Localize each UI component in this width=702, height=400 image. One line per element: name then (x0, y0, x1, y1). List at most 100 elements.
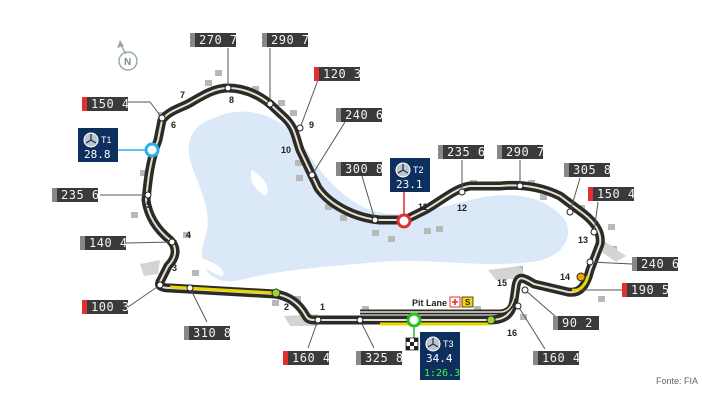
pit-safety-marker: S (461, 296, 474, 308)
speed-gear-tag: 325 8 (356, 351, 404, 365)
tag-cap (184, 326, 189, 340)
drs-zone (571, 275, 590, 292)
tag-cap (190, 33, 195, 47)
runoff-area (140, 260, 160, 276)
corner-number: 8 (229, 95, 234, 105)
pit-marker-text: S (465, 298, 471, 307)
speed-gear-value: 235 6 (61, 188, 100, 202)
sector1-point (144, 142, 160, 158)
corner-number: 16 (507, 328, 517, 338)
speed-gear-value: 150 4 (597, 187, 636, 201)
corner-number: 14 (560, 272, 570, 282)
speed-gear-value: 90 2 (562, 316, 593, 330)
lake (188, 111, 569, 282)
corner-number: 15 (497, 278, 507, 288)
corner-markers (144, 84, 598, 324)
braking-indicator (82, 97, 87, 111)
speed-gear-tag: 240 6 (336, 108, 384, 122)
speed-gear-value: 290 7 (271, 33, 310, 47)
corner-number: 9 (309, 120, 314, 130)
braking-indicator (314, 67, 319, 81)
tag-cap (356, 351, 361, 365)
tag-cap (553, 316, 558, 330)
corner-number: 3 (172, 263, 177, 273)
speed-gear-tag: 150 4 (588, 187, 636, 201)
speed-gear-tag: 235 6 (438, 145, 486, 159)
lake-island (250, 170, 268, 196)
tag-cap (564, 163, 569, 177)
corner-number: 6 (171, 120, 176, 130)
speed-gear-value: 190 5 (631, 283, 670, 297)
speedtrap-point (271, 288, 281, 298)
source-credit: Fonte: FIA (656, 376, 698, 386)
sector2-point (396, 213, 412, 229)
speed-gear-tag: 190 5 (622, 283, 670, 297)
braking-indicator (622, 283, 627, 297)
speed-gear-tag: 270 7 (190, 33, 238, 47)
tag-cap (80, 236, 85, 250)
corner-number: 2 (284, 302, 289, 312)
sector-time: 23.1 (396, 178, 423, 191)
corner-number: 13 (578, 235, 588, 245)
compass-icon: N (117, 40, 138, 71)
speed-gear-tag: 150 4 (82, 97, 130, 111)
finish-point (406, 312, 422, 328)
speed-gear-value: 150 4 (91, 97, 130, 111)
pit-medical-icon (449, 296, 461, 308)
sector-box-t1: T1 28.8 (78, 128, 147, 162)
speed-gear-value: 160 4 (542, 351, 581, 365)
tag-cap (262, 33, 267, 47)
speed-gear-value: 240 6 (641, 257, 680, 271)
corner-number: 4 (186, 230, 191, 240)
sector-time: 34.4 (426, 352, 453, 365)
corner-number: 10 (281, 145, 291, 155)
speedtrap-point (576, 272, 586, 282)
speed-gear-tag: 290 7 (497, 145, 544, 159)
speed-gear-tag: 290 7 (262, 33, 310, 47)
braking-indicator (588, 187, 593, 201)
checkered-flag-icon (405, 337, 419, 351)
tag-cap (533, 351, 538, 365)
tag-leaders (100, 48, 633, 350)
speed-gear-value: 300 8 (345, 162, 384, 176)
speed-gear-value: 100 3 (91, 300, 130, 314)
speed-gear-tag: 160 4 (283, 351, 331, 365)
speed-gear-value: 240 6 (345, 108, 384, 122)
pit-lane-label: Pit Lane (412, 298, 447, 308)
sector-time: 28.8 (84, 148, 111, 161)
tag-cap (632, 257, 637, 271)
speed-gear-tag: 160 4 (533, 351, 581, 365)
tag-cap (336, 162, 341, 176)
speed-gear-tag: 140 4 (80, 236, 128, 250)
braking-indicator (82, 300, 87, 314)
speed-gear-tag: 300 8 (336, 162, 384, 176)
speed-gear-tag: 235 6 (52, 188, 100, 202)
pit-lane-inner (360, 297, 515, 313)
speed-gear-value: 310 8 (193, 326, 232, 340)
tag-cap (438, 145, 443, 159)
speed-gear-value: 160 4 (292, 351, 331, 365)
lap-time: 1:26.3 (424, 368, 460, 379)
speed-gear-tag: 90 2 (553, 316, 599, 330)
sector-box-t3: T3 34.4 1:26.3 (413, 326, 460, 380)
speed-gear-tag: 120 3 (314, 67, 361, 81)
speed-gear-value: 140 4 (89, 236, 128, 250)
sector-label: T2 (413, 165, 424, 175)
speed-gear-value: 325 8 (365, 351, 404, 365)
tag-cap (497, 145, 502, 159)
lake-island (199, 258, 224, 276)
tag-cap (52, 188, 57, 202)
sector-box-t2: T2 23.1 (390, 158, 430, 215)
speed-gear-tag: 240 6 (632, 257, 680, 271)
speed-gear-value: 235 6 (447, 145, 486, 159)
speed-gear-value: 270 7 (199, 33, 238, 47)
corner-number: 1 (320, 302, 325, 312)
corner-number: 11 (418, 202, 428, 212)
speed-gear-tag: 100 3 (82, 300, 130, 314)
speedtrap-point (486, 315, 496, 325)
braking-indicator (283, 351, 288, 365)
corner-number: 12 (457, 203, 467, 213)
tag-cap (336, 108, 341, 122)
compass-label: N (124, 57, 131, 68)
